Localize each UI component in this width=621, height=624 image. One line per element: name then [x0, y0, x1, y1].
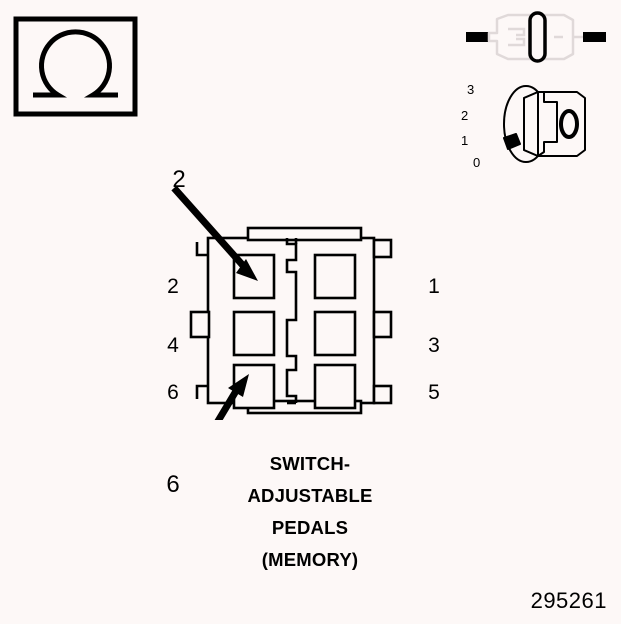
scale-label-0: 0 — [473, 155, 481, 170]
caption-line-4: (MEMORY) — [261, 549, 359, 570]
callout-label-2: 2 — [172, 166, 186, 193]
six-cavity-connector-icon — [168, 185, 393, 500]
mated-connector-pair-figure — [466, 6, 606, 68]
pin-label-2: 2 — [167, 275, 179, 298]
caption-line-2: ADJUSTABLE — [247, 485, 373, 506]
pin-label-4: 4 — [167, 334, 179, 357]
ohm-symbol-box — [13, 16, 138, 117]
caption-line-1: SWITCH- — [269, 453, 351, 474]
mated-connector-pair-icon — [466, 11, 606, 63]
scale-label-3: 3 — [467, 82, 475, 97]
pin-label-6: 6 — [167, 381, 179, 404]
pin-label-3: 3 — [428, 334, 440, 357]
pin-label-5: 5 — [428, 381, 440, 404]
terminal-cavity-detail-icon — [503, 85, 586, 163]
callout-arrow-2 — [171, 185, 258, 281]
terminal-cavity-detail-figure: 3 2 1 0 — [461, 76, 594, 172]
connector-drawing — [150, 160, 480, 500]
scale-label-2: 2 — [461, 108, 469, 123]
pin-label-1: 1 — [428, 275, 440, 298]
callout-label-6: 6 — [166, 471, 180, 498]
caption-line-3: PEDALS — [271, 517, 349, 538]
scale-label-1: 1 — [461, 133, 469, 148]
figure-number: 295261 — [530, 588, 607, 613]
component-caption: SWITCH- ADJUSTABLE PEDALS (MEMORY) — [200, 448, 420, 576]
omega-symbol-icon — [13, 16, 138, 117]
